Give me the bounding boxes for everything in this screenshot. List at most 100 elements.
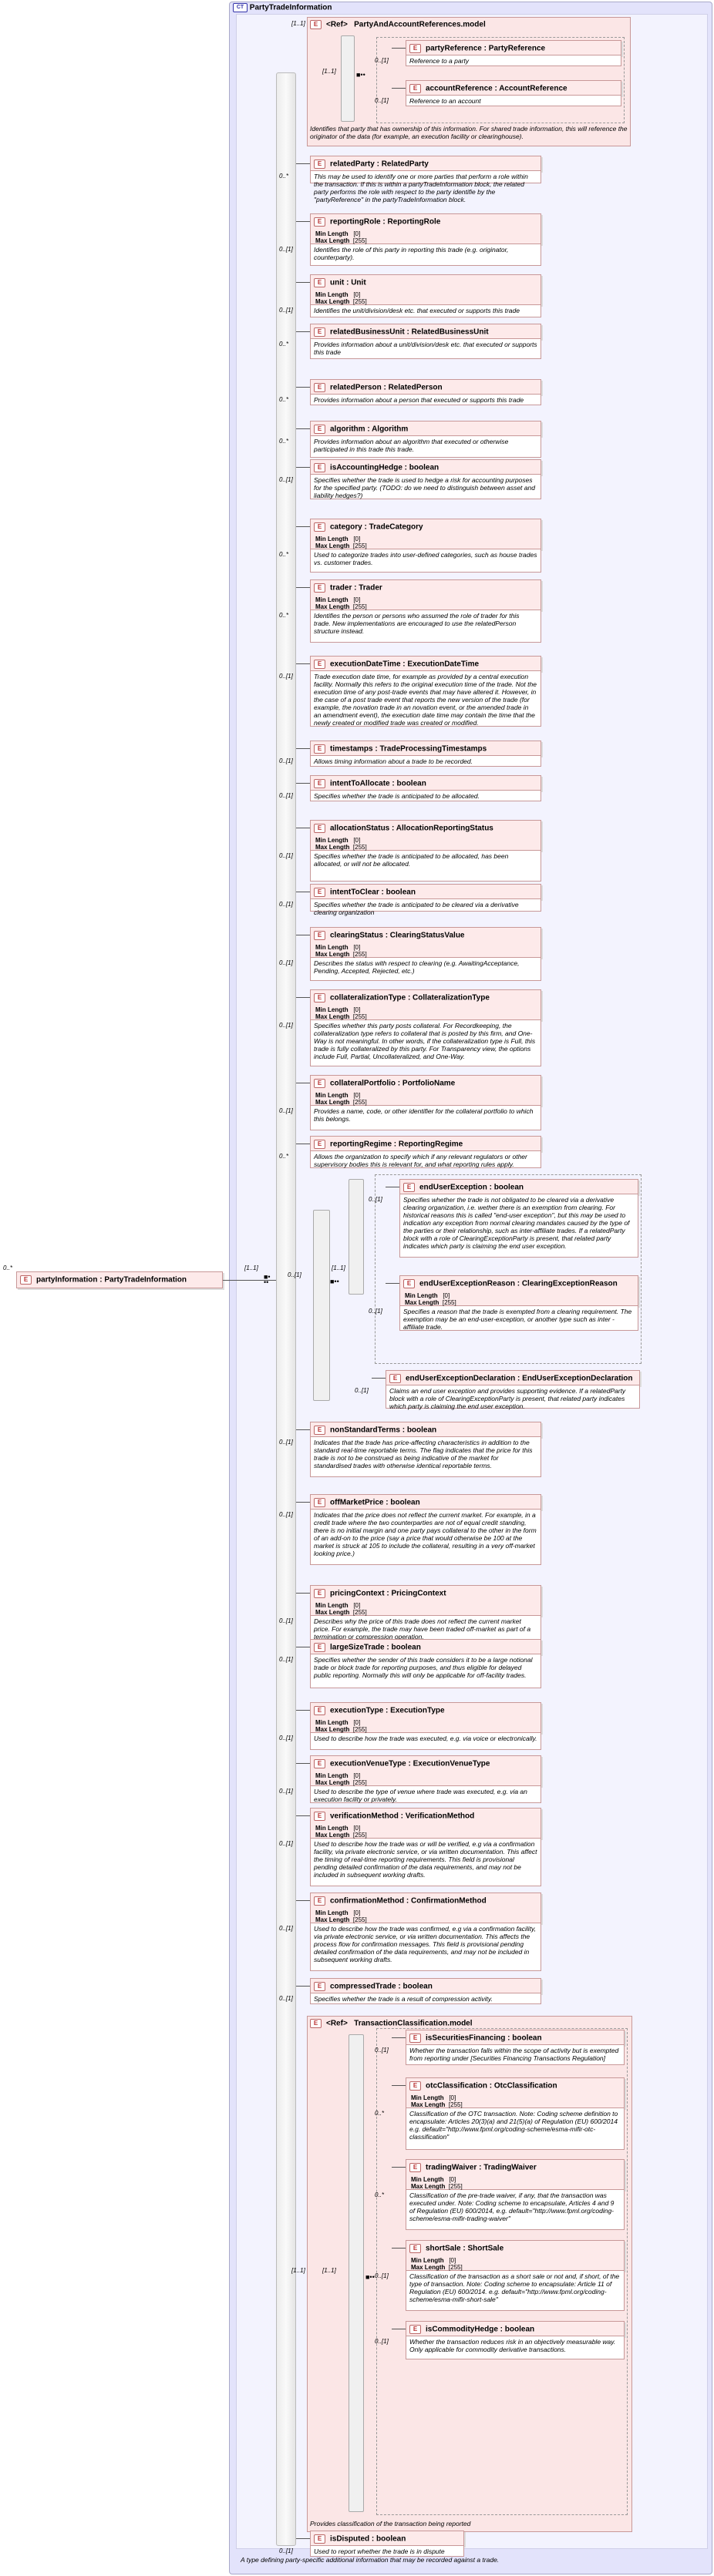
element-icon: E bbox=[314, 327, 325, 337]
element-name: partyReference : PartyReference bbox=[426, 44, 546, 53]
element-connector bbox=[296, 526, 310, 527]
element-icon: E bbox=[314, 931, 325, 940]
element-icon: E bbox=[314, 993, 325, 1003]
element-icon: E bbox=[314, 2534, 325, 2544]
element-mult: 0..[1] bbox=[279, 852, 293, 859]
element-mult: 0..[1] bbox=[279, 959, 293, 966]
element-icon: E bbox=[314, 779, 325, 788]
element-mult: 0..[1] bbox=[279, 757, 293, 764]
element-description: Specifies whether the trade is used to h… bbox=[310, 475, 541, 499]
element-icon: E bbox=[409, 2325, 421, 2334]
element-mult: 0..[1] bbox=[375, 2047, 389, 2054]
min-length-value: [0] bbox=[353, 1602, 361, 1609]
element-name: pricingContext : PricingContext bbox=[330, 1589, 446, 1598]
min-length-label: Min Length bbox=[315, 837, 349, 844]
element-name: trader : Trader bbox=[330, 583, 382, 593]
element-description: Specifies whether the sender of this tra… bbox=[310, 1654, 541, 1688]
element-description: Specifies whether the trade is a result … bbox=[310, 1993, 541, 2004]
min-length-label: Min Length bbox=[315, 1825, 349, 1832]
element-description: Used to report whether the trade is in d… bbox=[310, 2546, 464, 2557]
element-name: category : TradeCategory bbox=[330, 522, 423, 532]
max-length-label: Max Length bbox=[315, 1832, 350, 1839]
min-length-label: Min Length bbox=[315, 1006, 349, 1013]
element-connector bbox=[296, 428, 310, 429]
element-mult: 0..[1] bbox=[279, 1840, 293, 1847]
min-length-value: [0] bbox=[353, 1825, 361, 1832]
element-description: Identifies the person or persons who ass… bbox=[310, 610, 541, 643]
element-mult: 0..[1] bbox=[279, 901, 293, 908]
element-connector bbox=[296, 783, 310, 784]
root-mult: 0..* bbox=[3, 1264, 13, 1271]
tc-badge: <Ref> bbox=[326, 2019, 348, 2028]
element-name: nonStandardTerms : boolean bbox=[330, 1426, 437, 1435]
element-mult: 0..[1] bbox=[279, 673, 293, 680]
sequence-icon: ■•• bbox=[356, 71, 365, 79]
complex-type-description: A type defining party-specific additiona… bbox=[241, 2556, 500, 2564]
max-length-value: [255] bbox=[352, 1726, 367, 1733]
element-connector bbox=[372, 1378, 386, 1379]
max-length-value: [255] bbox=[448, 2101, 463, 2108]
min-length-label: Min Length bbox=[315, 1602, 349, 1609]
min-length-value: [0] bbox=[353, 1006, 361, 1013]
element-icon: E bbox=[314, 824, 325, 833]
element-name: timestamps : TradeProcessingTimestamps bbox=[330, 744, 487, 754]
element-name: relatedParty : RelatedParty bbox=[330, 160, 429, 169]
min-length-value: [0] bbox=[353, 837, 361, 844]
element-mult: 0..* bbox=[279, 1153, 289, 1160]
element-connector bbox=[296, 748, 310, 749]
element-description: Specifies whether the trade is anticipat… bbox=[310, 851, 541, 882]
min-length-value: [0] bbox=[353, 291, 361, 298]
element-name: collateralPortfolio : PortfolioName bbox=[330, 1079, 456, 1088]
max-length-label: Max Length bbox=[315, 603, 350, 610]
element-connector bbox=[386, 1283, 399, 1284]
element-connector bbox=[392, 2167, 406, 2168]
element-icon: E bbox=[314, 463, 325, 472]
max-length-value: [255] bbox=[352, 1916, 367, 1923]
element-name: relatedPerson : RelatedPerson bbox=[330, 383, 443, 392]
min-length-label: Min Length bbox=[405, 1292, 438, 1299]
min-length-value: [0] bbox=[353, 944, 361, 951]
element-mult: 0..* bbox=[375, 2191, 385, 2198]
element-description: Provides information about a person that… bbox=[310, 395, 541, 405]
min-length-value: [0] bbox=[449, 2176, 456, 2183]
